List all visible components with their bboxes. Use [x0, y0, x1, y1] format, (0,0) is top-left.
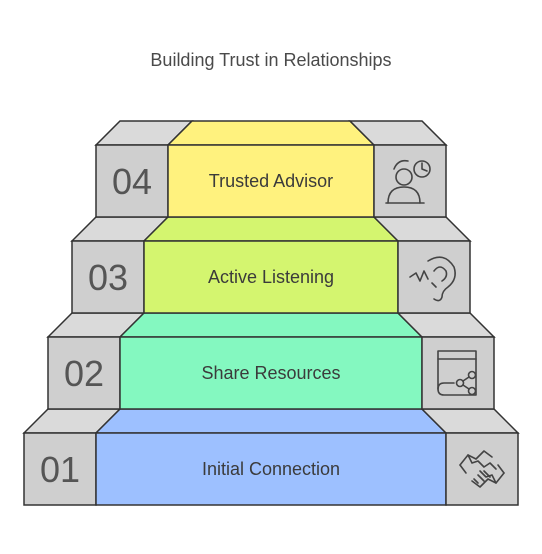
advisor-person-icon [385, 159, 431, 204]
step-03-right-face [397, 240, 471, 314]
ear-listening-icon [409, 256, 456, 302]
share-book-icon [437, 350, 477, 396]
step-01-left-face [23, 432, 97, 506]
step-02-label: Share Resources [201, 363, 340, 383]
step-01-label: Initial Connection [202, 459, 340, 479]
step-01-main-top [94, 408, 448, 434]
step-04-main-face [167, 144, 375, 218]
handshake-icon [459, 450, 505, 488]
step-03-main-top [142, 216, 400, 242]
step-04-main-top [166, 120, 376, 146]
step-02: 02 Share Resources [46, 312, 496, 410]
step-03-label: Active Listening [208, 267, 334, 287]
step-04: 04 Trusted Advisor [94, 120, 448, 218]
step-02-number: 02 [64, 353, 104, 394]
step-01: 01 Initial Connection [22, 408, 520, 506]
step-02-main-top [118, 312, 424, 338]
step-03-left-face [71, 240, 145, 314]
diagram-title: Building Trust in Relationships [150, 50, 392, 70]
step-04-number: 04 [112, 161, 152, 202]
step-02-right-face [421, 336, 495, 410]
step-03-main-face [143, 240, 399, 314]
step-04-right-face [373, 144, 447, 218]
step-01-right-face [445, 432, 519, 506]
step-04-label: Trusted Advisor [209, 171, 333, 191]
step-03: 03 Active Listening [70, 216, 472, 314]
step-03-number: 03 [88, 257, 128, 298]
step-01-main-face [95, 432, 447, 506]
step-01-number: 01 [40, 449, 80, 490]
